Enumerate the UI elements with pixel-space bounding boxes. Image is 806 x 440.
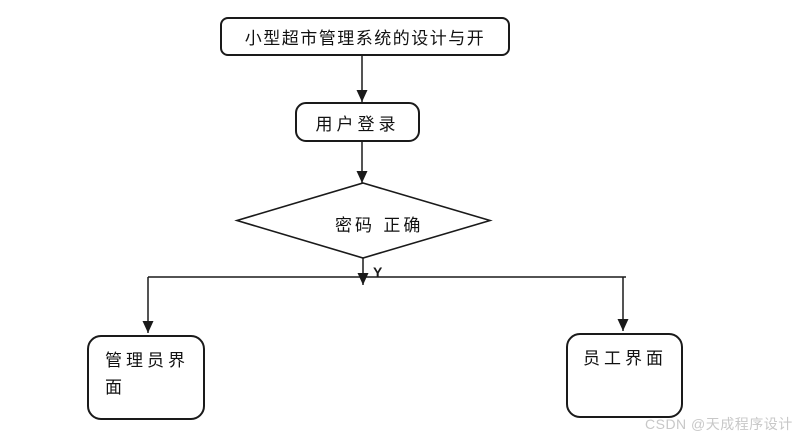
flowchart-node-login: 用户登录 (295, 102, 420, 142)
admin-box-label: 管理员界面 (105, 351, 189, 398)
staff-box-label: 员工界面 (583, 349, 667, 369)
flowchart-node-admin: 管理员界面 (87, 335, 205, 420)
flowchart-node-staff: 员工界面 (566, 333, 683, 418)
decision-yes-branch-label: Y (373, 264, 383, 280)
title-box-label: 小型超市管理系统的设计与开 (244, 29, 486, 49)
login-box-label: 用户登录 (315, 114, 400, 135)
watermark: CSDN @天成程序设计 (645, 416, 793, 432)
decision-diamond-label: 密码 正确 (335, 216, 424, 236)
flowchart-node-title: 小型超市管理系统的设计与开 (220, 17, 510, 56)
